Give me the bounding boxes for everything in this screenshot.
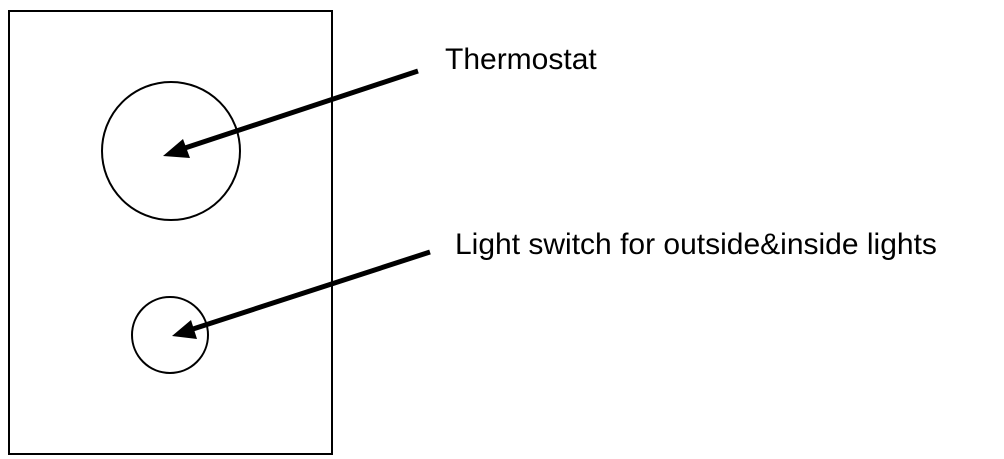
light-switch-label: Light switch for outside&inside lights	[455, 228, 937, 261]
thermostat-circle	[101, 81, 241, 221]
thermostat-arrow-shaft	[184, 68, 419, 151]
thermostat-label: Thermostat	[445, 43, 597, 76]
thermostat-arrow-head	[163, 139, 190, 158]
light-switch-arrow-head	[172, 320, 197, 339]
light-switch-arrow-shaft	[192, 249, 431, 332]
light-switch-circle	[131, 296, 209, 374]
wall-plate-outline	[8, 10, 333, 455]
